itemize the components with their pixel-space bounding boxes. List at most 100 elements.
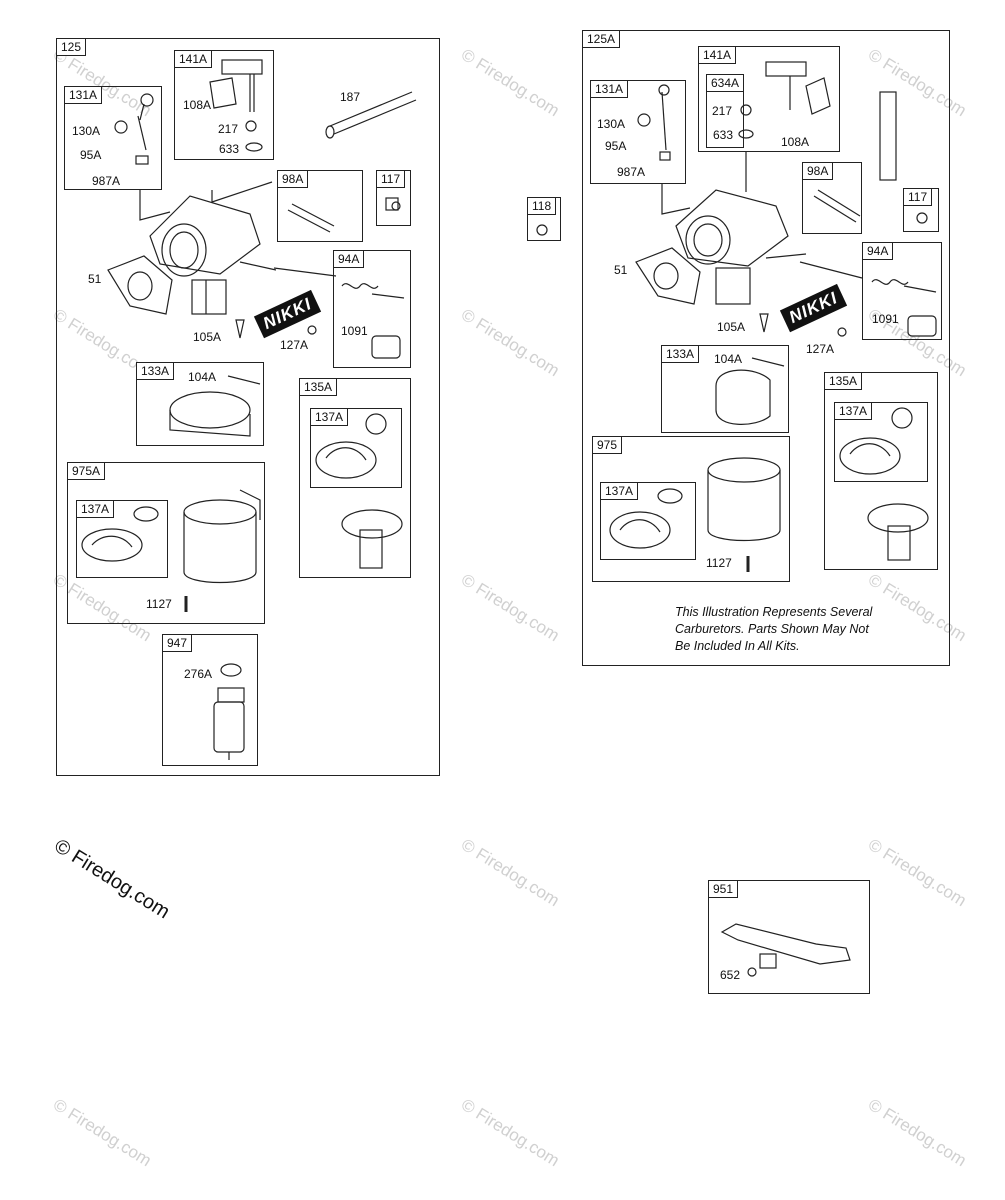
right-box-118: 118 — [527, 197, 561, 241]
plug-icon — [307, 325, 317, 335]
label-633: 633 — [219, 142, 240, 156]
label-108A: 108A — [781, 135, 810, 149]
box-tag: 94A — [333, 250, 365, 268]
box-tag: 94A — [862, 242, 894, 260]
left-box-137A-a: 137A — [310, 408, 402, 488]
solenoid-icon — [221, 59, 263, 112]
box-tag: 133A — [661, 345, 700, 363]
label-95A: 95A — [80, 148, 102, 162]
label-1091: 1091 — [872, 312, 899, 326]
box-tag: 634A — [706, 74, 745, 92]
washer-icon — [245, 142, 263, 152]
float-bowl-icon — [707, 457, 781, 542]
note-line: This Illustration Represents Several — [675, 605, 873, 619]
needle-icon — [137, 93, 154, 151]
box-tag: 137A — [310, 408, 349, 426]
label-276A: 276A — [184, 667, 213, 681]
box-tag: 975 — [592, 436, 623, 454]
label-105A: 105A — [193, 330, 222, 344]
pin-icon — [227, 375, 261, 385]
carburetor-body-icon — [149, 195, 277, 315]
label-127A: 127A — [806, 342, 835, 356]
left-box-98A: 98A — [277, 170, 363, 242]
note-line: Be Included In All Kits. — [675, 639, 800, 653]
right-box-131A: 131A — [590, 80, 686, 184]
spring-icon — [871, 279, 909, 285]
note-line: Carburetors. Parts Shown May Not — [675, 622, 869, 636]
right-box-634A: 634A — [706, 74, 745, 148]
left-main-tag: 125 — [56, 38, 87, 56]
label-633: 633 — [713, 128, 734, 142]
left-box-975A: 975A — [67, 462, 265, 624]
needle-icon — [371, 293, 405, 299]
mounting-gasket-icon — [635, 247, 701, 305]
float-bowl-icon — [183, 489, 261, 584]
label-108A: 108A — [183, 98, 212, 112]
needle-icon — [903, 285, 937, 293]
label-217: 217 — [218, 122, 239, 136]
label-1127: 1127 — [706, 556, 732, 570]
left-box-135A: 135A — [299, 378, 411, 578]
box-tag: 135A — [299, 378, 338, 396]
gasket-kit-icon — [839, 407, 913, 475]
box-tag: 137A — [834, 402, 873, 420]
right-box-137A-b: 137A — [600, 482, 696, 560]
nut-icon — [245, 120, 257, 132]
box-tag: 117 — [376, 170, 406, 188]
box-tag: 951 — [708, 880, 739, 898]
label-130A: 130A — [597, 117, 626, 131]
tube-icon — [879, 91, 897, 181]
label-105A: 105A — [717, 320, 746, 334]
washer-icon — [637, 113, 651, 127]
right-box-137A-a: 137A — [834, 402, 928, 482]
shaft-icon — [325, 91, 417, 139]
solenoid-valve-icon — [907, 315, 937, 337]
box-tag: 137A — [600, 482, 639, 500]
right-main-tag: 125A — [582, 30, 621, 48]
adjust-screw-icon — [813, 189, 861, 223]
box-tag: 135A — [824, 372, 863, 390]
left-box-141A: 141A — [174, 50, 274, 160]
label-95A: 95A — [605, 139, 627, 153]
left-box-947: 947 — [162, 634, 258, 766]
box-tag: 141A — [698, 46, 737, 64]
float-icon — [169, 391, 251, 437]
left-box-94A: 94A — [333, 250, 411, 368]
right-box-141A: 141A — [698, 46, 840, 152]
gasket-kit-icon — [315, 413, 387, 479]
needle-icon — [658, 84, 670, 151]
plug-icon — [837, 327, 847, 337]
gasket-icon — [805, 77, 831, 115]
pin-icon — [751, 357, 785, 367]
box-951: 951 — [708, 880, 870, 994]
right-box-133A: 133A — [661, 345, 789, 433]
box-tag: 118 — [527, 197, 557, 215]
right-box-135A: 135A — [824, 372, 938, 570]
gasket-kit-icon — [81, 506, 159, 562]
washer-icon — [220, 663, 242, 677]
label-652: 652 — [720, 968, 741, 982]
right-box-98A: 98A — [802, 162, 862, 234]
right-box-94A: 94A — [862, 242, 942, 340]
box-tag: 131A — [64, 86, 103, 104]
label-127A: 127A — [280, 338, 309, 352]
label-187: 187 — [340, 90, 361, 104]
right-box-117: 117 — [903, 188, 939, 232]
screw-icon — [385, 197, 401, 211]
spring-icon — [341, 283, 379, 289]
left-box-117: 117 — [376, 170, 411, 226]
label-51: 51 — [88, 272, 102, 286]
carburetor-body-icon — [675, 189, 807, 305]
label-1127: 1127 — [146, 597, 172, 611]
float-icon — [715, 369, 771, 425]
left-box-131A: 131A — [64, 86, 162, 190]
label-104A: 104A — [714, 352, 743, 366]
nut-icon — [740, 104, 752, 116]
diaphragm-plate-icon — [867, 503, 929, 561]
left-box-137A-b: 137A — [76, 500, 168, 578]
diaphragm-plate-icon — [341, 509, 403, 569]
box-tag: 975A — [67, 462, 106, 480]
seal-icon — [659, 151, 671, 161]
left-diagram-frame: 125 — [56, 38, 440, 776]
